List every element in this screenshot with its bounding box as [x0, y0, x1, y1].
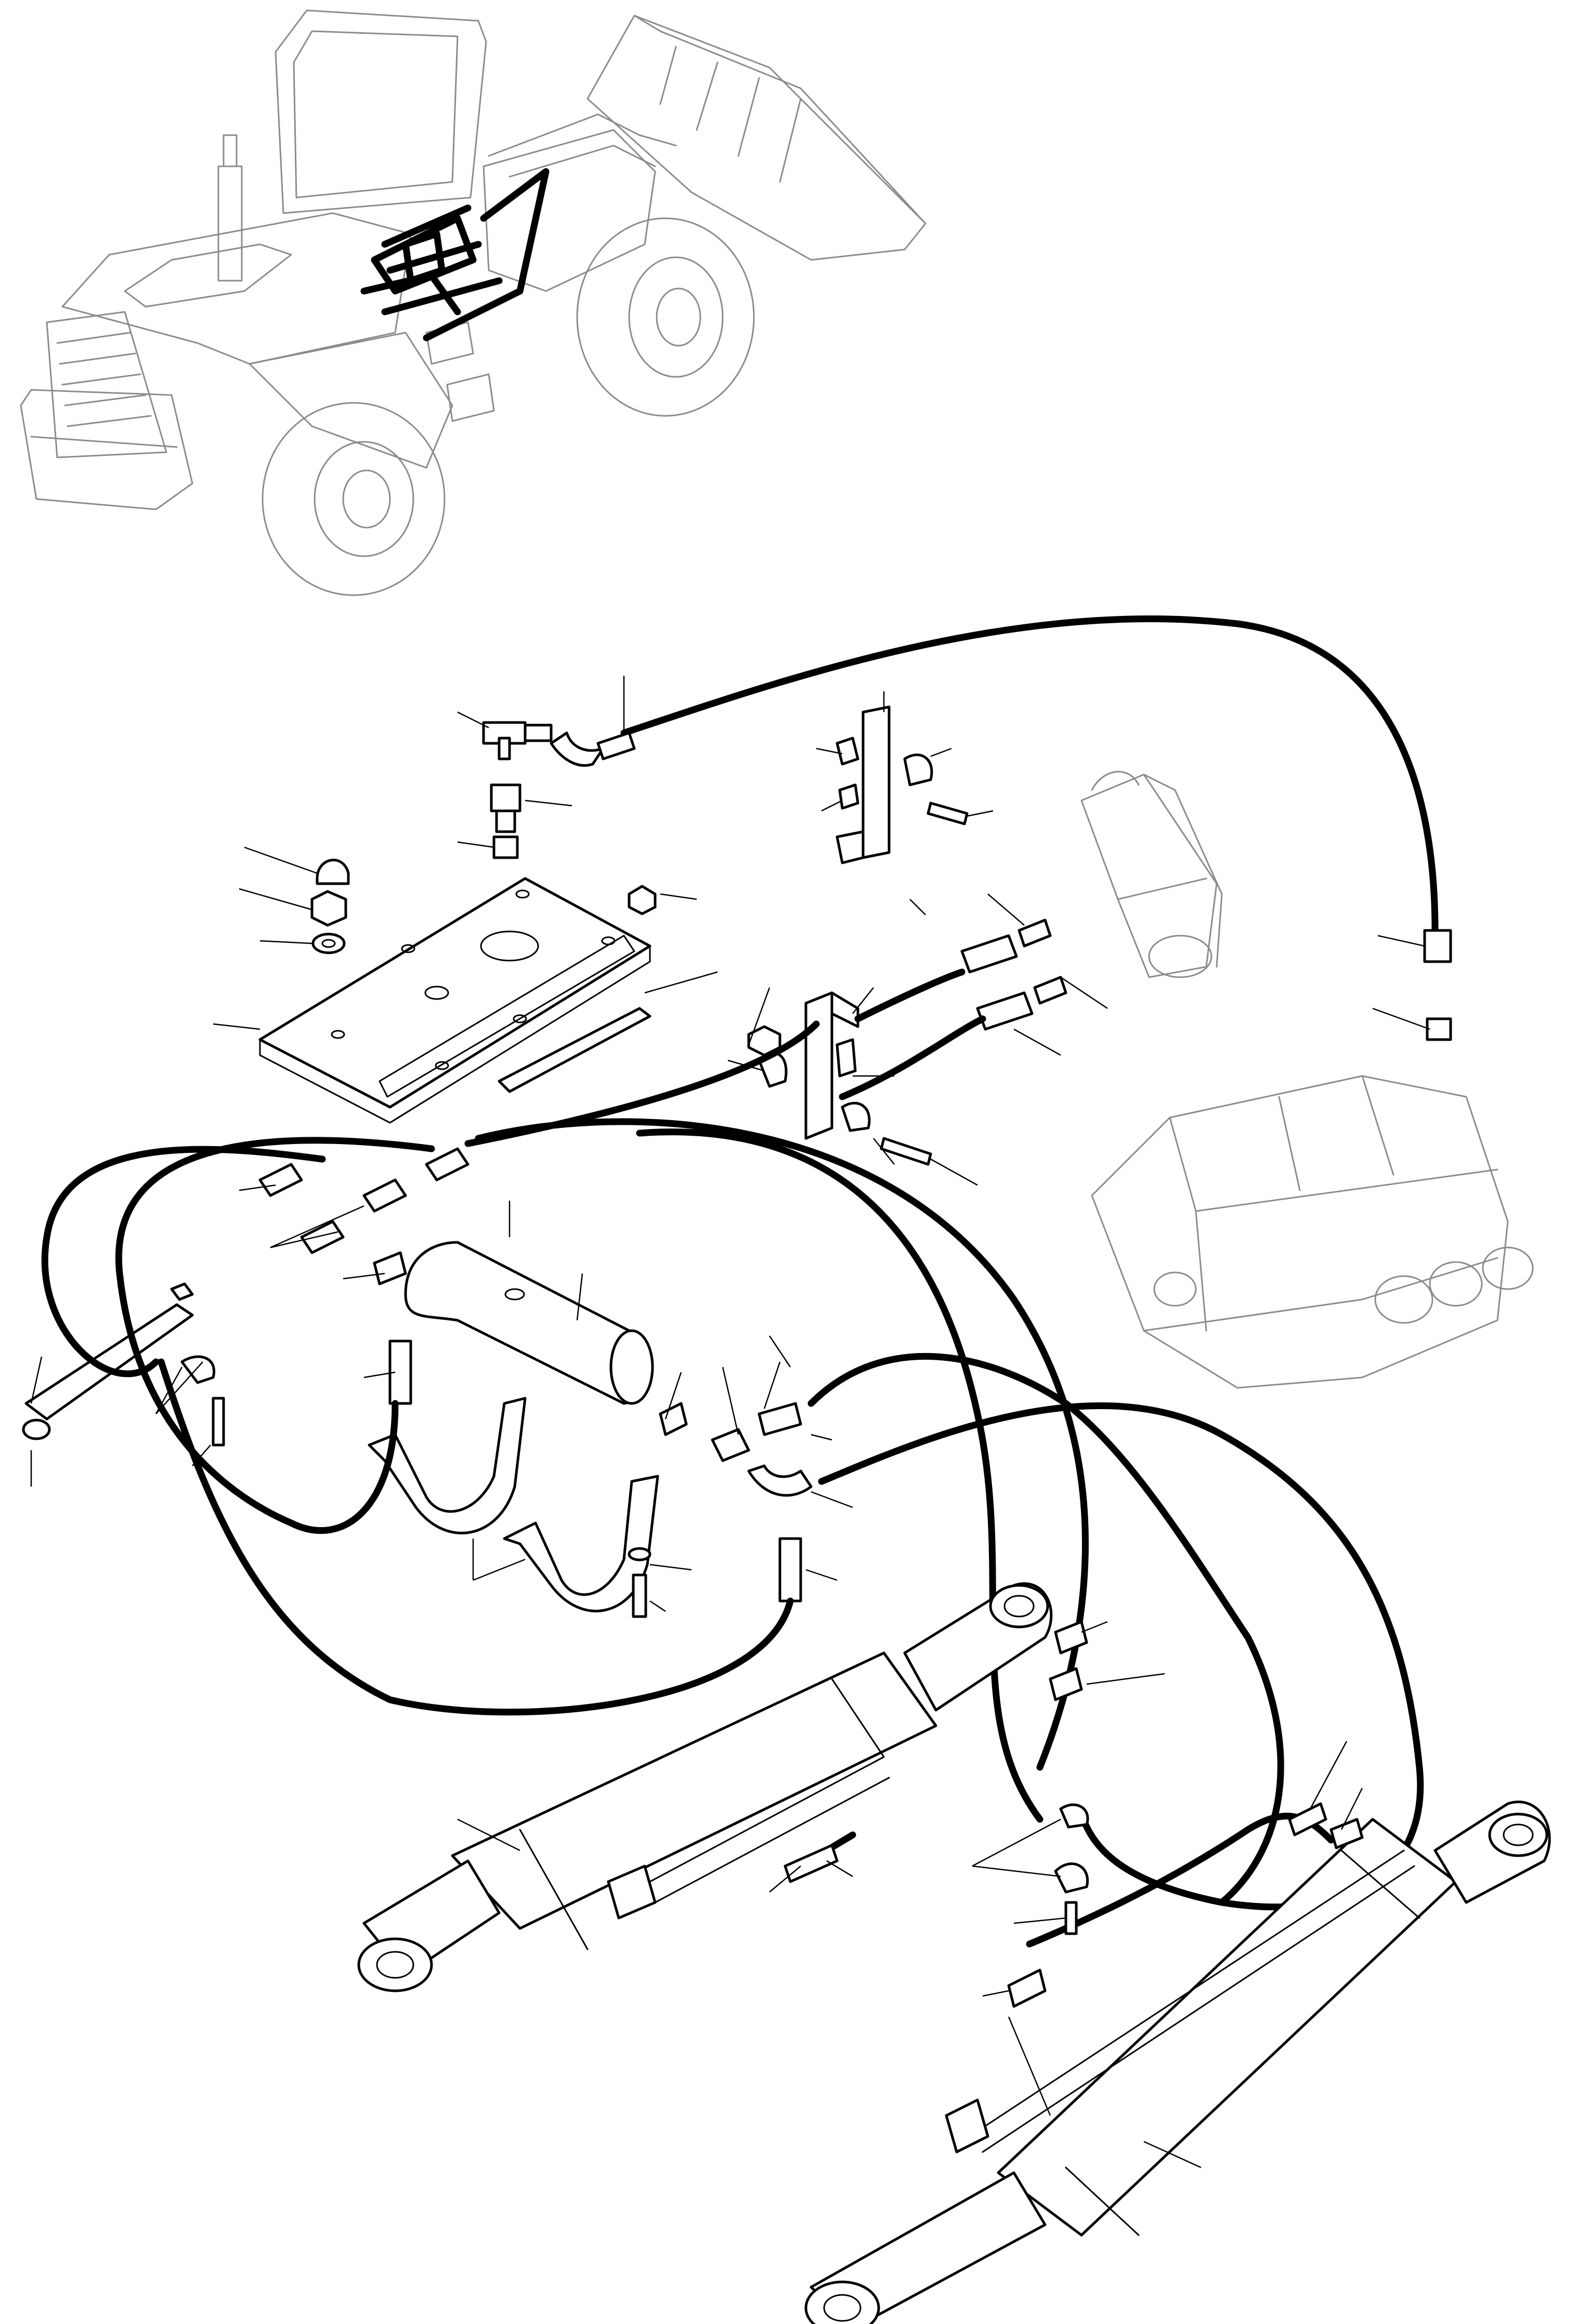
accumulator-tank: [404, 1241, 654, 1405]
front-wheel-rim: [628, 256, 724, 378]
highlighted-hose-routing: [360, 168, 550, 342]
lift-cylinder-lower: [804, 1801, 1551, 2324]
hose-long-center-1: [475, 1118, 1089, 1771]
tank-saddle-bracket-right: [503, 1475, 659, 1612]
tank-saddle-bracket-left: [368, 1397, 527, 1534]
hose-left-loop-2: [115, 1137, 435, 1534]
tee-fitting-cluster-left: [258, 1147, 470, 1405]
control-valve-fitting: [1423, 929, 1452, 1041]
highlighted-hose-block: [402, 230, 446, 284]
cab-steps: [425, 321, 495, 422]
loader-counterweight: [20, 389, 193, 510]
rear-wheel-hub: [342, 469, 391, 529]
hose-long-center-2: [636, 1128, 1044, 1823]
hex-nut-right: [628, 885, 657, 915]
front-wheel-hub: [656, 287, 701, 347]
loader-bucket: [586, 15, 927, 261]
rear-fender: [249, 332, 453, 469]
straight-fitting-steering-2: [976, 976, 1067, 1031]
bracket-left: [22, 1282, 225, 1447]
rear-wheel-rim: [314, 441, 414, 557]
callout-leader-lines: [30, 676, 1430, 2169]
hose-right-cylinder-2: [818, 1402, 1424, 1911]
hydraulic-parts-diagram: [22, 615, 1551, 2324]
rear-wheel: [262, 402, 446, 596]
tee-fitting-cluster-right: [659, 1402, 813, 1603]
hose-lower-loop: [158, 1358, 794, 1716]
loader-cab: [275, 9, 487, 214]
lift-cylinder-upper: [357, 1582, 1088, 1992]
front-frame: [482, 129, 656, 292]
bolt-saddle: [628, 1547, 651, 1618]
straight-fitting-steering-1: [960, 918, 1052, 974]
lift-arms: [488, 113, 677, 178]
washer-left: [311, 933, 346, 954]
cap-nut: [316, 859, 350, 885]
control-valve-block: [1091, 1075, 1534, 1389]
bracket-top-right: [836, 705, 969, 864]
loader-rear-grille: [46, 311, 167, 458]
hose-right-cylinder-1: [807, 1353, 1284, 1906]
wheel-loader-overview: [20, 9, 927, 596]
hose-to-valve-block-2: [839, 1015, 986, 1100]
tee-fitting-top: [482, 721, 636, 767]
hose-to-valve-block: [854, 968, 966, 1022]
loader-hood: [61, 212, 412, 365]
clamp-bracket-center: [747, 991, 932, 1166]
hose-to-control-valve: [620, 615, 1439, 934]
hex-nut-left: [310, 890, 347, 927]
front-wheel: [576, 217, 755, 417]
clamp-lower-center: [1054, 1803, 1089, 1935]
adapter-fitting-top: [490, 783, 521, 859]
flat-strap: [498, 1007, 651, 1093]
exhaust-stack: [217, 134, 243, 282]
steering-valve-unit: [1080, 771, 1223, 978]
mounting-plate: [258, 877, 651, 1124]
